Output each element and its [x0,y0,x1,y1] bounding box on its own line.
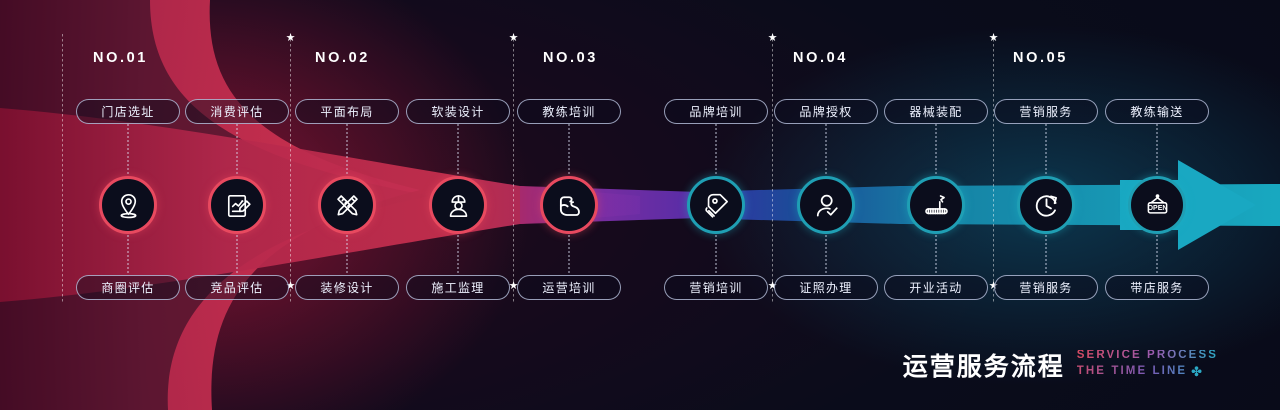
node-3: 平面布局 装修设计 [287,0,407,410]
node-5: 教练培训 运营培训 [509,0,629,410]
node-9-bottom-label[interactable]: 营销服务 [994,275,1098,300]
node-4-stem-up [457,124,459,176]
section-number-5: NO.05 [1013,50,1068,66]
node-5-icon-ring[interactable] [540,176,598,234]
star-icon-5: ★ [988,32,999,44]
node-7: 品牌授权 证照办理 [766,0,886,410]
divider-5 [993,34,994,302]
node-5-stem-down [568,235,570,275]
star-icon-3b: ★ [508,280,519,292]
clock-arrow-icon [1035,194,1057,217]
node-6-top-label[interactable]: 品牌培训 [664,99,768,124]
node-3-stem-down [346,235,348,275]
node-4-top-label[interactable]: 软装设计 [406,99,510,124]
node-7-bottom-label[interactable]: 证照办理 [774,275,878,300]
node-5-top-label[interactable]: 教练培训 [517,99,621,124]
brand-subtitle-line2: THE TIME LINE [1076,364,1188,377]
clipboard-chart-pen-icon [227,194,251,217]
node-10-bottom-label[interactable]: 带店服务 [1105,275,1209,300]
node-9-top-label[interactable]: 营销服务 [994,99,1098,124]
node-4-icon-ring[interactable] [429,176,487,234]
divider-2 [290,34,291,302]
node-8-top-label[interactable]: 器械装配 [884,99,988,124]
node-7-stem-down [825,235,827,275]
flexed-bicep-icon [559,195,580,216]
star-icon-5b: ★ [988,280,999,292]
divider-4 [772,34,773,302]
node-9-stem-down [1045,235,1047,275]
node-3-stem-up [346,124,348,176]
node-3-bottom-label[interactable]: 装修设计 [295,275,399,300]
node-1-stem-down [127,235,129,275]
node-9-icon-ring[interactable] [1017,176,1075,234]
node-5-bottom-label[interactable]: 运营培训 [517,275,621,300]
node-4-stem-down [457,235,459,275]
node-8-stem-up [935,124,937,176]
section-number-3: NO.03 [543,50,598,66]
node-1-bottom-label[interactable]: 商圈评估 [76,275,180,300]
node-2-top-label[interactable]: 消费评估 [185,99,289,124]
node-2-stem-up [236,124,238,176]
node-1-top-label[interactable]: 门店选址 [76,99,180,124]
node-10-stem-up [1156,124,1158,176]
node-4: 软装设计 施工监理 [398,0,518,410]
star-icon-2b: ★ [285,280,296,292]
node-1-icon-ring[interactable] [99,176,157,234]
node-2-icon-ring[interactable] [208,176,266,234]
star-icon-2: ★ [285,32,296,44]
node-6-stem-down [715,235,717,275]
person-check-icon [816,194,838,217]
star-icon-4: ★ [767,32,778,44]
brand-subtitle-line1: SERVICE PROCESS [1076,348,1218,361]
node-3-top-label[interactable]: 平面布局 [295,99,399,124]
brand-subtitle-line2-wrap: THE TIME LINE ✤ [1077,365,1218,378]
section-number-4: NO.04 [793,50,848,66]
node-7-top-label[interactable]: 品牌授权 [774,99,878,124]
node-10-stem-down [1156,235,1158,275]
node-3-icon-ring[interactable] [318,176,376,234]
divider-1 [62,34,63,302]
node-7-stem-up [825,124,827,176]
node-2-stem-down [236,235,238,275]
node-4-bottom-label[interactable]: 施工监理 [406,275,510,300]
section-number-2: NO.02 [315,50,370,66]
node-6-bottom-label[interactable]: 营销培训 [664,275,768,300]
node-8-bottom-label[interactable]: 开业活动 [884,275,988,300]
brand-mark-icon: ✤ [1191,364,1205,379]
node-7-icon-ring[interactable] [797,176,855,234]
section-number-1: NO.01 [93,50,148,66]
brand-title-cn: 运营服务流程 [902,353,1065,381]
location-pin-icon [120,193,136,218]
brand-footer: 运营服务流程 SERVICE PROCESS THE TIME LINE ✤ [902,348,1218,381]
node-1: 门店选址 商圈评估 [68,0,188,410]
svg-text:OPEN: OPEN [1147,204,1167,211]
node-8: 器械装配 开业活动 [876,0,996,410]
star-icon-4b: ★ [767,280,778,292]
worker-helmet-icon [449,194,467,217]
node-5-stem-up [568,124,570,176]
pencil-ruler-icon [336,194,358,216]
open-sign-icon: OPEN [1147,193,1167,214]
node-6-stem-up [715,124,717,176]
star-icon-3: ★ [508,32,519,44]
node-6: 品牌培训 营销培训 [656,0,776,410]
price-tag-icon [704,193,728,218]
node-9-stem-up [1045,124,1047,176]
node-9: 营销服务 营销服务 [986,0,1106,410]
brand-subtitle: SERVICE PROCESS THE TIME LINE ✤ [1076,348,1218,381]
node-2-bottom-label[interactable]: 竞品评估 [185,275,289,300]
node-10-top-label[interactable]: 教练输送 [1105,99,1209,124]
node-2: 消费评估 竞品评估 [177,0,297,410]
node-8-icon-ring[interactable] [907,176,965,234]
treadmill-icon [924,194,948,214]
node-10: 教练输送 OPEN 带店服务 [1097,0,1217,410]
node-6-icon-ring[interactable] [687,176,745,234]
divider-3 [513,34,514,302]
node-8-stem-down [935,235,937,275]
node-1-stem-up [127,124,129,176]
node-10-icon-ring[interactable]: OPEN [1128,176,1186,234]
